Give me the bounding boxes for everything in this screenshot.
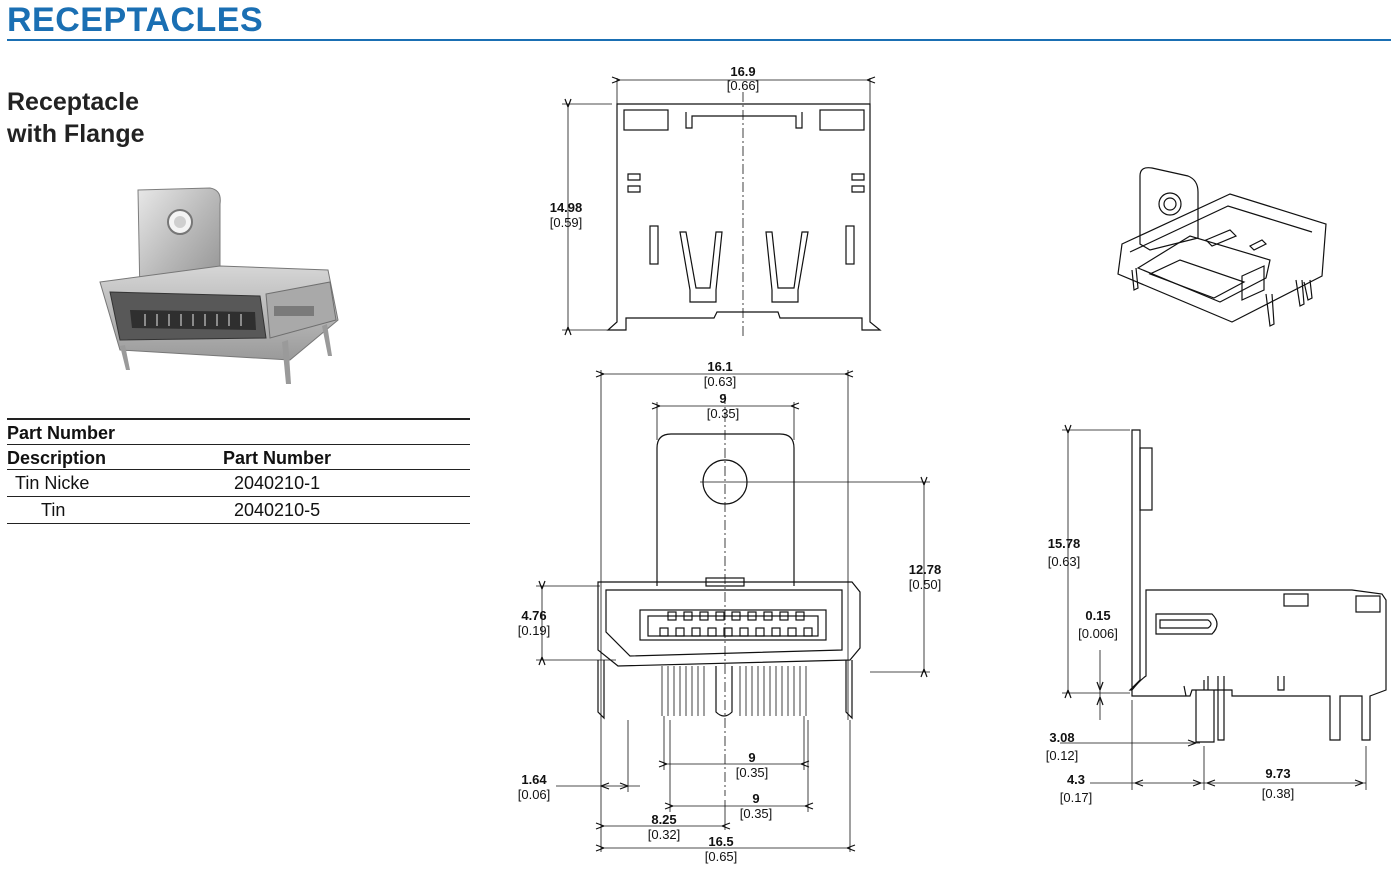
side-view-drawing: 15.78 [0.63] 0.15 [0.006] 3.08 [0.12] 4.… bbox=[1046, 424, 1387, 805]
section-title-line-1: Receptacle bbox=[7, 88, 140, 116]
front-view-drawing: 16.1 [0.63] 9 [0.35] 12.78 [0.50] 4.76 [… bbox=[518, 359, 942, 864]
dim-flange-width-value: 9 bbox=[719, 391, 726, 406]
dim-leg-offset-inch: [0.06] bbox=[518, 787, 551, 802]
page-title: RECEPTACLES bbox=[7, 1, 264, 39]
dim-pin-span-a-value: 9 bbox=[748, 750, 755, 765]
table-row-divider bbox=[7, 496, 470, 497]
dim-top-height-inch: [0.59] bbox=[550, 215, 583, 230]
row-part-number: 2040210-1 bbox=[234, 473, 321, 493]
dim-side-depth-value: 9.73 bbox=[1265, 766, 1290, 781]
column-header-description: Description bbox=[7, 448, 107, 468]
isometric-drawing bbox=[1117, 167, 1327, 327]
dim-standoff-value: 0.15 bbox=[1085, 608, 1110, 623]
dim-top-height-value: 14.98 bbox=[550, 200, 583, 215]
section-title: Receptacle with Flange bbox=[7, 86, 145, 150]
dim-flange-height-inch: [0.50] bbox=[909, 577, 942, 592]
table-group-header-row: Part Number bbox=[7, 420, 470, 444]
section-title-line-2: with Flange bbox=[7, 120, 145, 148]
dim-flange-width-inch: [0.35] bbox=[707, 406, 740, 421]
dim-pin-span-a-inch: [0.35] bbox=[736, 765, 769, 780]
dim-pin-span-b-value: 9 bbox=[752, 791, 759, 806]
column-header-part-number: Part Number bbox=[223, 448, 332, 468]
table-group-header: Part Number bbox=[7, 423, 116, 443]
dim-overall-width-value: 16.5 bbox=[708, 834, 733, 849]
dim-overall-width-inch: [0.65] bbox=[705, 849, 738, 864]
dim-pin-offset-value: 4.3 bbox=[1067, 772, 1085, 787]
table-bottom-rule bbox=[7, 523, 470, 524]
dim-flange-height-value: 12.78 bbox=[909, 562, 942, 577]
table-row: Tin Nicke 2040210-1 bbox=[7, 470, 470, 496]
dim-pin-offset-inch: [0.17] bbox=[1060, 790, 1093, 805]
row-part-number: 2040210-5 bbox=[234, 500, 321, 520]
dim-pin-depth-inch: [0.12] bbox=[1046, 748, 1079, 763]
table-header-rule bbox=[7, 444, 470, 445]
dim-top-width-inch: [0.66] bbox=[727, 78, 760, 93]
dim-half-span-inch: [0.32] bbox=[648, 827, 681, 842]
dim-side-height-value: 15.78 bbox=[1048, 536, 1081, 551]
dim-front-width-inch: [0.63] bbox=[704, 374, 737, 389]
dim-leg-offset-value: 1.64 bbox=[521, 772, 547, 787]
dim-top-width-value: 16.9 bbox=[730, 64, 755, 79]
dim-body-height-inch: [0.19] bbox=[518, 623, 551, 638]
dim-body-height-value: 4.76 bbox=[521, 608, 546, 623]
dim-standoff-inch: [0.006] bbox=[1078, 626, 1118, 641]
table-top-rule bbox=[7, 418, 470, 420]
table-header-bottom-rule bbox=[7, 469, 470, 470]
part-number-table: Part Number Description Part Number Tin … bbox=[7, 418, 470, 524]
dim-half-span-value: 8.25 bbox=[651, 812, 676, 827]
row-description: Tin bbox=[41, 500, 66, 520]
header-divider bbox=[7, 39, 1391, 41]
dim-pin-depth-value: 3.08 bbox=[1049, 730, 1074, 745]
table-row: Tin 2040210-5 bbox=[7, 497, 470, 523]
dim-pin-span-b-inch: [0.35] bbox=[740, 806, 773, 821]
table-header-row: Description Part Number bbox=[7, 445, 470, 469]
top-view-drawing: 16.9 [0.66] 14.98 [0.59] bbox=[550, 64, 882, 336]
product-photo bbox=[99, 187, 339, 384]
dim-side-height-inch: [0.63] bbox=[1048, 554, 1081, 569]
dim-front-width-value: 16.1 bbox=[707, 359, 732, 374]
dim-side-depth-inch: [0.38] bbox=[1262, 786, 1295, 801]
row-description: Tin Nicke bbox=[15, 473, 90, 493]
